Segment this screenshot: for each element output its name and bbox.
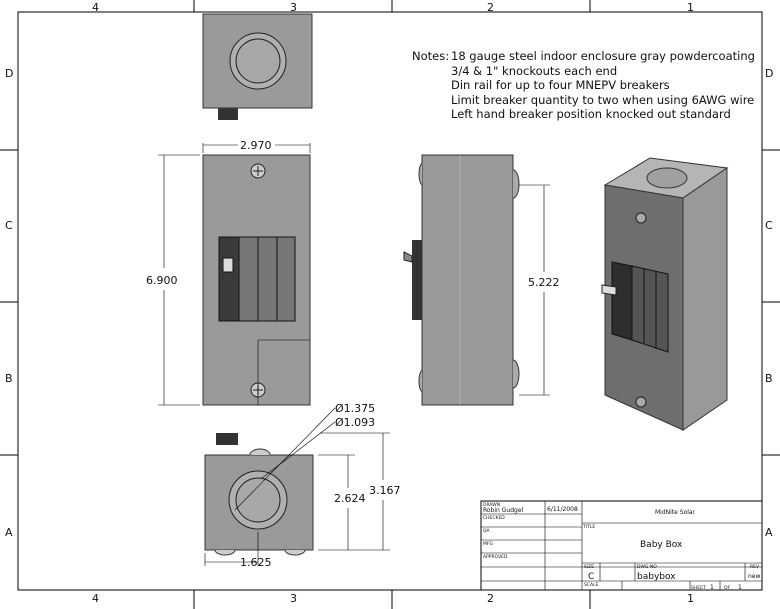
qa-label: QA	[483, 528, 491, 534]
zone-row-c: C	[5, 219, 13, 232]
approved-label: APPROVED	[483, 554, 508, 560]
title-label: TITLE	[582, 524, 595, 530]
size-label: SIZE	[584, 564, 594, 570]
zone-col-2-bottom: 2	[487, 592, 494, 605]
side-view: 5.222	[403, 154, 560, 406]
note-line: Limit breaker quantity to two when using…	[451, 93, 754, 107]
drawn-by: Robin Gudgel	[483, 507, 524, 514]
drawn-label: DRAWN	[483, 502, 500, 508]
drawing-title: Baby Box	[640, 540, 683, 550]
dwg-no-label: DWG NO	[637, 564, 657, 570]
note-line: 3/4 & 1" knockouts each end	[451, 64, 617, 78]
zone-col-2: 2	[487, 1, 494, 14]
company-name: MidNite Solar	[655, 509, 696, 516]
rev-label: REV	[750, 564, 760, 570]
rev-value: new	[748, 573, 760, 580]
dim-bottom-depth: 2.624	[334, 492, 366, 505]
zone-row-d: D	[5, 67, 13, 80]
sheet-value: 1	[710, 584, 714, 591]
of-label: OF	[724, 585, 731, 591]
breaker	[218, 236, 240, 322]
front-dimensions: 2.970 6.900	[146, 139, 311, 406]
zone-row-b-right: B	[765, 372, 773, 385]
zone-row-c-right: C	[765, 219, 773, 232]
dim-knockout-large: Ø1.375	[335, 402, 375, 415]
size-value: C	[588, 572, 594, 582]
isometric-view	[601, 157, 729, 431]
dim-height: 6.900	[146, 274, 178, 287]
dim-bottom-depth-total: 3.167	[369, 484, 401, 497]
zone-col-1-bottom: 1	[687, 592, 694, 605]
note-line: Din rail for up to four MNEPV breakers	[451, 78, 670, 92]
drawing-border	[17, 11, 763, 591]
zone-row-d-right: D	[765, 67, 773, 80]
notes: Notes: 18 gauge steel indoor enclosure g…	[412, 49, 755, 121]
zone-col-3-bottom: 3	[290, 592, 297, 605]
zone-col-4: 4	[92, 1, 99, 14]
dim-knockout-offset: 1.625	[240, 556, 272, 569]
notes-label: Notes:	[412, 49, 449, 63]
zone-row-a-right: A	[765, 526, 773, 539]
top-view	[202, 13, 313, 120]
front-view	[202, 154, 311, 406]
zone-row-b: B	[5, 372, 13, 385]
note-line: 18 gauge steel indoor enclosure gray pow…	[451, 49, 755, 63]
of-value: 1	[738, 584, 742, 591]
zone-col-1: 1	[687, 1, 694, 14]
dim-side-height: 5.222	[528, 276, 560, 289]
dim-knockout-small: Ø1.093	[335, 416, 375, 429]
scale-label: SCALE	[584, 582, 599, 588]
bottom-view: Ø1.375 Ø1.093 2.624 3.167 1.625	[204, 402, 401, 569]
zone-col-4-bottom: 4	[92, 592, 99, 605]
dwg-no: babybox	[637, 572, 676, 582]
sheet-label: SHEET	[691, 585, 706, 591]
dim-width: 2.970	[240, 139, 272, 152]
checked-label: CHECKED	[483, 515, 505, 521]
zone-col-3: 3	[290, 1, 297, 14]
zone-labels: 4 3 2 1 4 3 2 1 D C B A D C B A	[5, 1, 773, 605]
drawn-date: 6/11/2008	[547, 506, 578, 513]
zone-row-a: A	[5, 526, 13, 539]
title-block: DRAWN Robin Gudgel 6/11/2008 CHECKED QA …	[480, 500, 763, 591]
mfg-label: MFG	[483, 541, 493, 547]
note-line: Left hand breaker position knocked out s…	[451, 107, 731, 121]
